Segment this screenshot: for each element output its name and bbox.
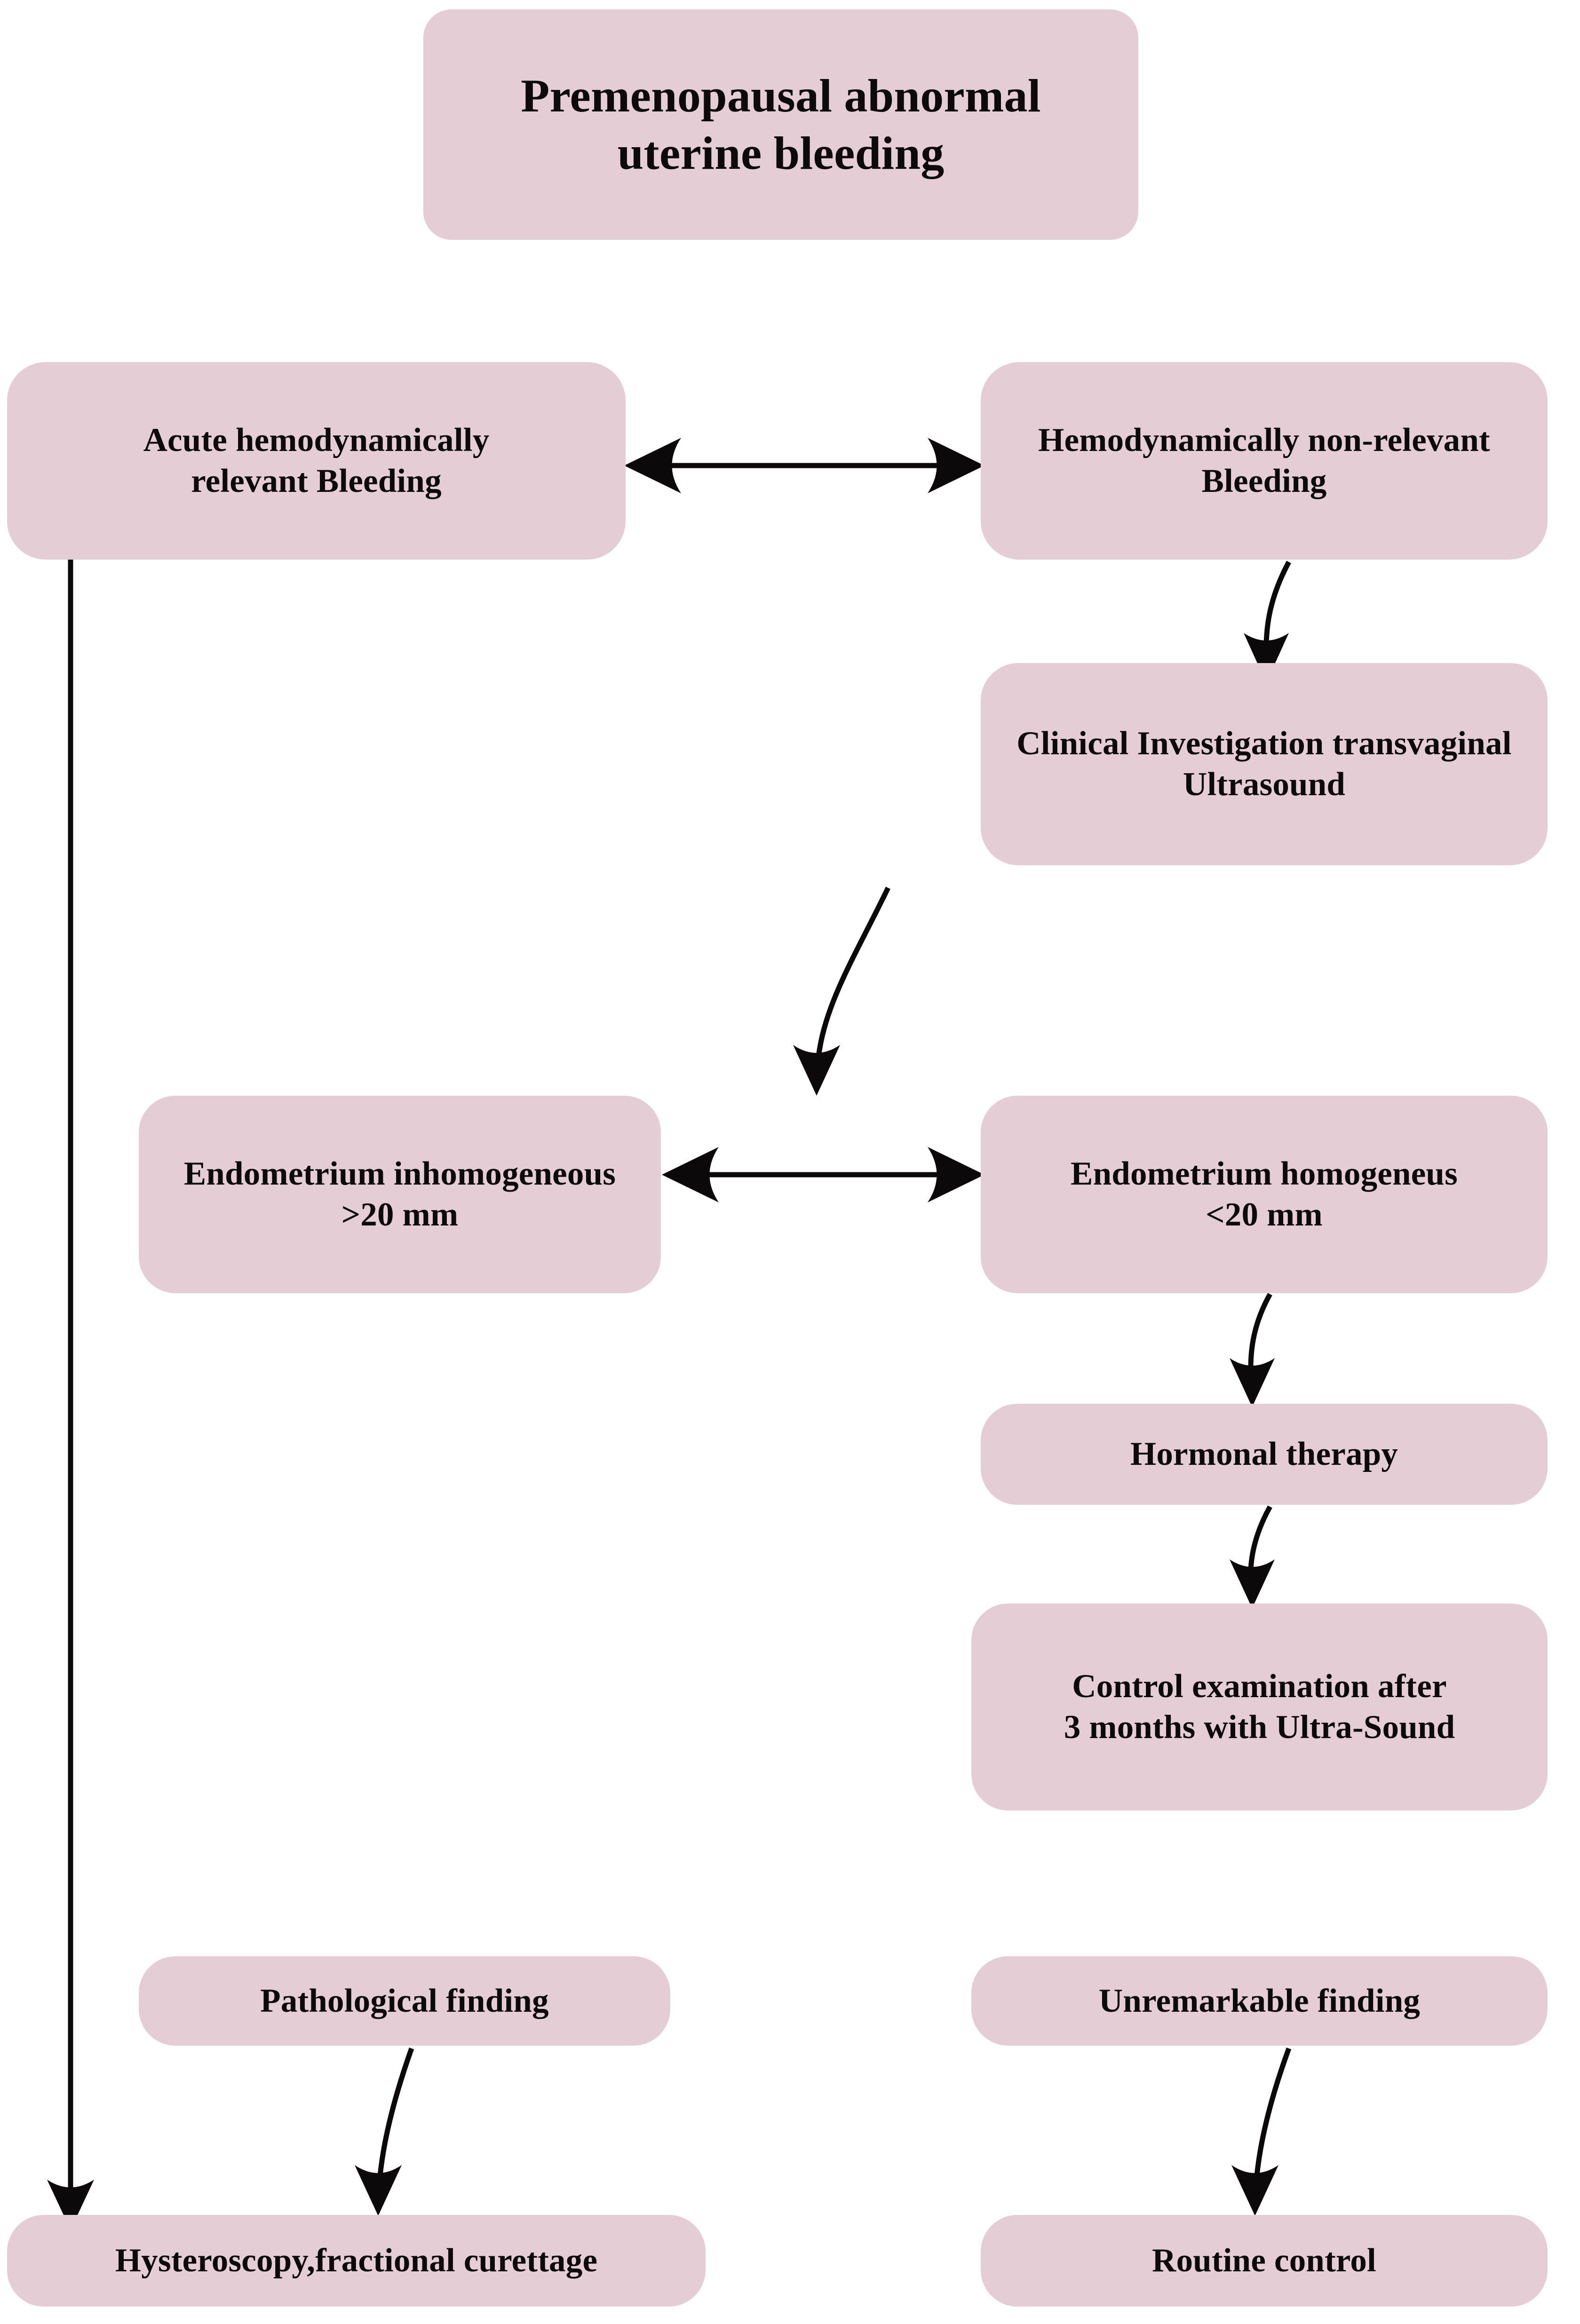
- node-endometrium-homogeneus[interactable]: Endometrium homogeneus <20 mm: [981, 1096, 1548, 1293]
- edge-patho-hystero: [355, 2047, 414, 2216]
- node-title[interactable]: Premenopausal abnormal uterine bleeding: [423, 9, 1138, 240]
- edge-hormonal-control: [1230, 1505, 1275, 1608]
- edge-acute-nonrelevant: [624, 438, 985, 493]
- node-clinical-investigation-transvaginal-ultrasound[interactable]: Clinical Investigation transvaginal Ultr…: [981, 663, 1548, 865]
- node-unremark-label: Unremarkable finding: [1098, 1982, 1421, 2019]
- node-inhomo-label: Endometrium inhomogeneous >20 mm: [183, 1155, 616, 1233]
- node-title-label: Premenopausal abnormal uterine bleeding: [521, 70, 1041, 179]
- node-hormonal-therapy[interactable]: Hormonal therapy: [981, 1404, 1548, 1505]
- edge-homo-hormonal: [1230, 1293, 1275, 1407]
- node-patho-label: Pathological finding: [260, 1982, 549, 2019]
- node-clinical-label: Clinical Investigation transvaginal Ultr…: [1016, 725, 1512, 803]
- node-control-examination[interactable]: Control examination after 3 months with …: [971, 1604, 1548, 1810]
- node-acute-hemodynamically-relevant-bleeding[interactable]: Acute hemodynamically relevant Bleeding: [7, 362, 626, 560]
- node-pathological-finding[interactable]: Pathological finding: [139, 1956, 670, 2046]
- node-homo-label: Endometrium homogeneus <20 mm: [1071, 1155, 1458, 1233]
- edge-acute-hystero: [47, 555, 94, 2230]
- node-routine-control[interactable]: Routine control: [981, 2215, 1548, 2307]
- node-routine-label: Routine control: [1152, 2242, 1376, 2279]
- edge-inhomo-homo: [662, 1147, 985, 1202]
- node-hystero-label: Hysteroscopy,fractional curettage: [115, 2242, 598, 2279]
- node-hemodynamically-non-relevant-bleeding[interactable]: Hemodynamically non-relevant Bleeding: [981, 362, 1548, 560]
- node-hormonal-label: Hormonal therapy: [1130, 1436, 1398, 1473]
- node-hysteroscopy-fractional-curettage[interactable]: Hysteroscopy,fractional curettage: [7, 2215, 706, 2307]
- node-control-label: Control examination after 3 months with …: [1064, 1668, 1455, 1746]
- edge-unremark-routine: [1231, 2047, 1292, 2216]
- node-acute-label: Acute hemodynamically relevant Bleeding: [143, 422, 490, 499]
- node-unremarkable-finding[interactable]: Unremarkable finding: [971, 1956, 1548, 2046]
- node-nonrelevant-label: Hemodynamically non-relevant Bleeding: [1038, 422, 1490, 499]
- edge-clinical-inhomo: [793, 886, 890, 1096]
- node-endometrium-inhomogeneous[interactable]: Endometrium inhomogeneous >20 mm: [139, 1096, 661, 1293]
